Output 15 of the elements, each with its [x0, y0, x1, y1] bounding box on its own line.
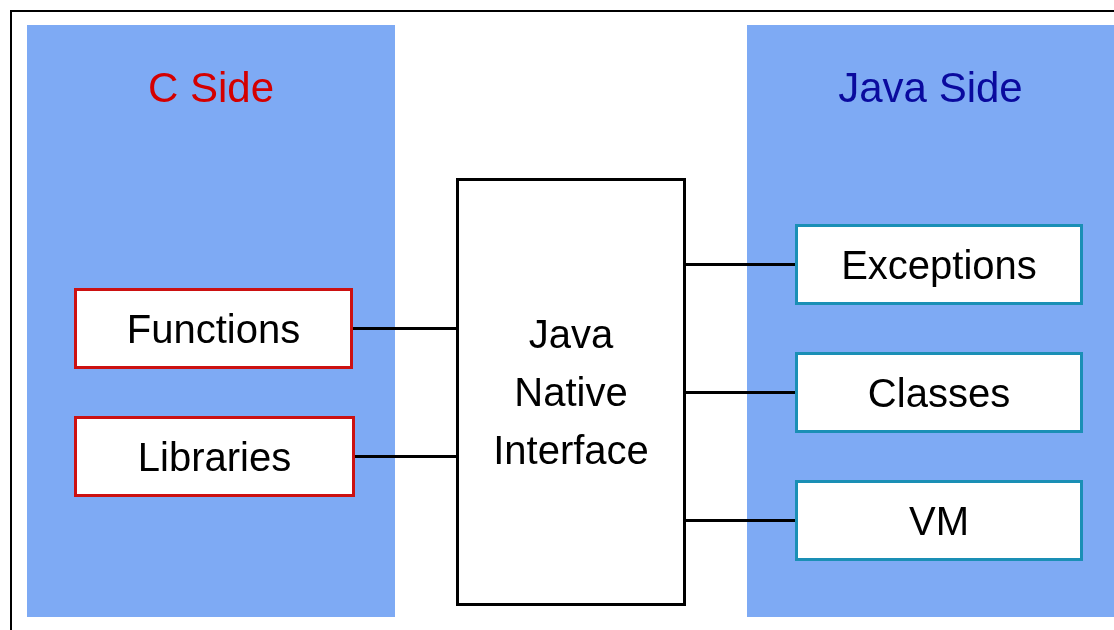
component-box: Classes: [795, 352, 1083, 433]
side-panel: [747, 25, 1114, 617]
component-box: VM: [795, 480, 1083, 561]
component-box: Libraries: [74, 416, 355, 497]
component-box: Exceptions: [795, 224, 1083, 305]
connector-line: [686, 391, 795, 394]
panel-title: C Side: [147, 67, 275, 109]
connector-line: [686, 263, 795, 266]
connector-line: [353, 327, 456, 330]
side-panel: [27, 25, 395, 617]
interface-box: Java Native Interface: [456, 178, 686, 606]
component-box: Functions: [74, 288, 353, 369]
panel-title: Java Side: [838, 67, 1023, 109]
connector-line: [686, 519, 795, 522]
connector-line: [355, 455, 456, 458]
